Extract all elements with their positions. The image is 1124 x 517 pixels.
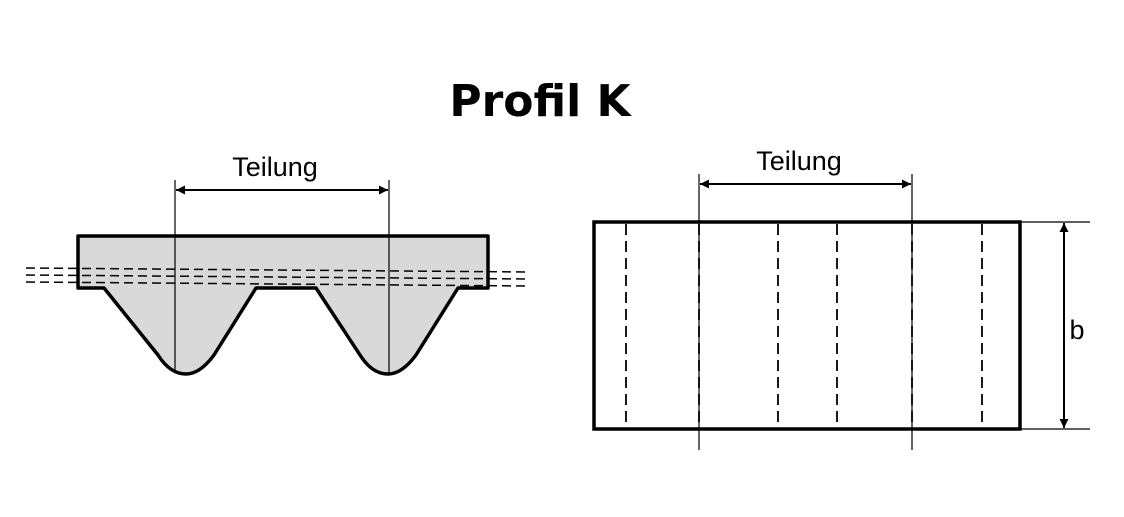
width-label: b	[1069, 315, 1084, 345]
top-pitch-label: Teilung	[756, 146, 842, 176]
top-view: Teilung b	[592, 146, 1090, 450]
belt-profile	[76, 234, 490, 376]
page-title: Profil K	[449, 76, 631, 127]
belt-top-outline	[592, 220, 1022, 431]
side-pitch-label: Teilung	[232, 152, 318, 182]
side-view: Teilung	[25, 152, 529, 376]
